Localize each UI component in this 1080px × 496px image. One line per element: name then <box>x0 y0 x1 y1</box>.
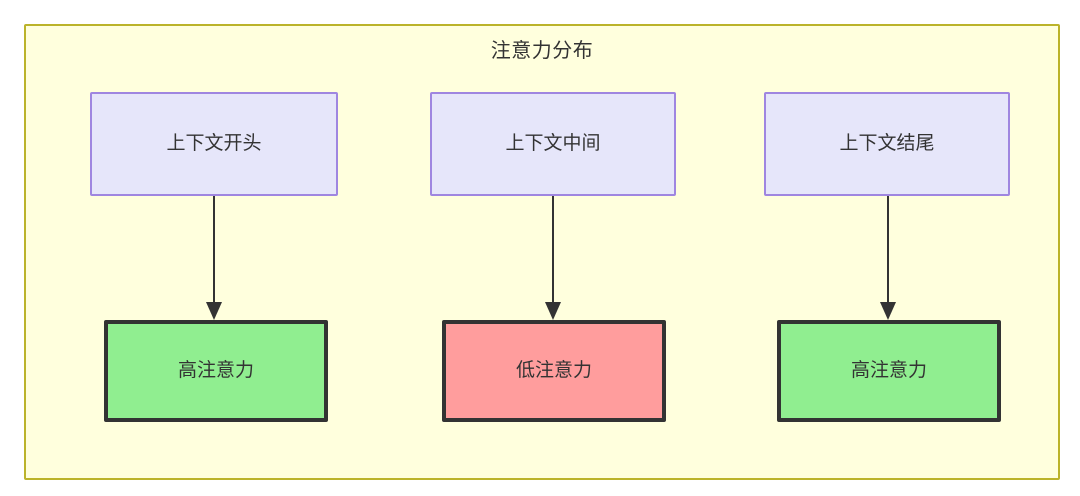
edge-context-middle-to-low-attention <box>545 196 561 320</box>
node-label: 高注意力 <box>850 360 927 381</box>
node-high-attention-right[interactable]: 高注意力 <box>777 320 1001 422</box>
diagram-title: 注意力分布 <box>490 40 594 62</box>
node-label: 高注意力 <box>177 360 254 381</box>
node-context-start[interactable]: 上下文开头 <box>90 92 338 196</box>
node-label: 低注意力 <box>515 360 592 381</box>
node-label: 上下文结尾 <box>839 133 935 154</box>
node-label: 上下文开头 <box>166 133 262 154</box>
node-high-attention-left[interactable]: 高注意力 <box>104 320 328 422</box>
node-context-middle[interactable]: 上下文中间 <box>430 92 676 196</box>
node-low-attention-middle[interactable]: 低注意力 <box>442 320 666 422</box>
edge-context-start-to-high-attention <box>206 196 222 320</box>
node-label: 上下文中间 <box>505 133 601 154</box>
attention-distribution-container: 注意力分布 上下文开头 上下文中间 上下文结尾 <box>24 24 1060 480</box>
edge-context-end-to-high-attention <box>880 196 896 320</box>
node-context-end[interactable]: 上下文结尾 <box>764 92 1010 196</box>
